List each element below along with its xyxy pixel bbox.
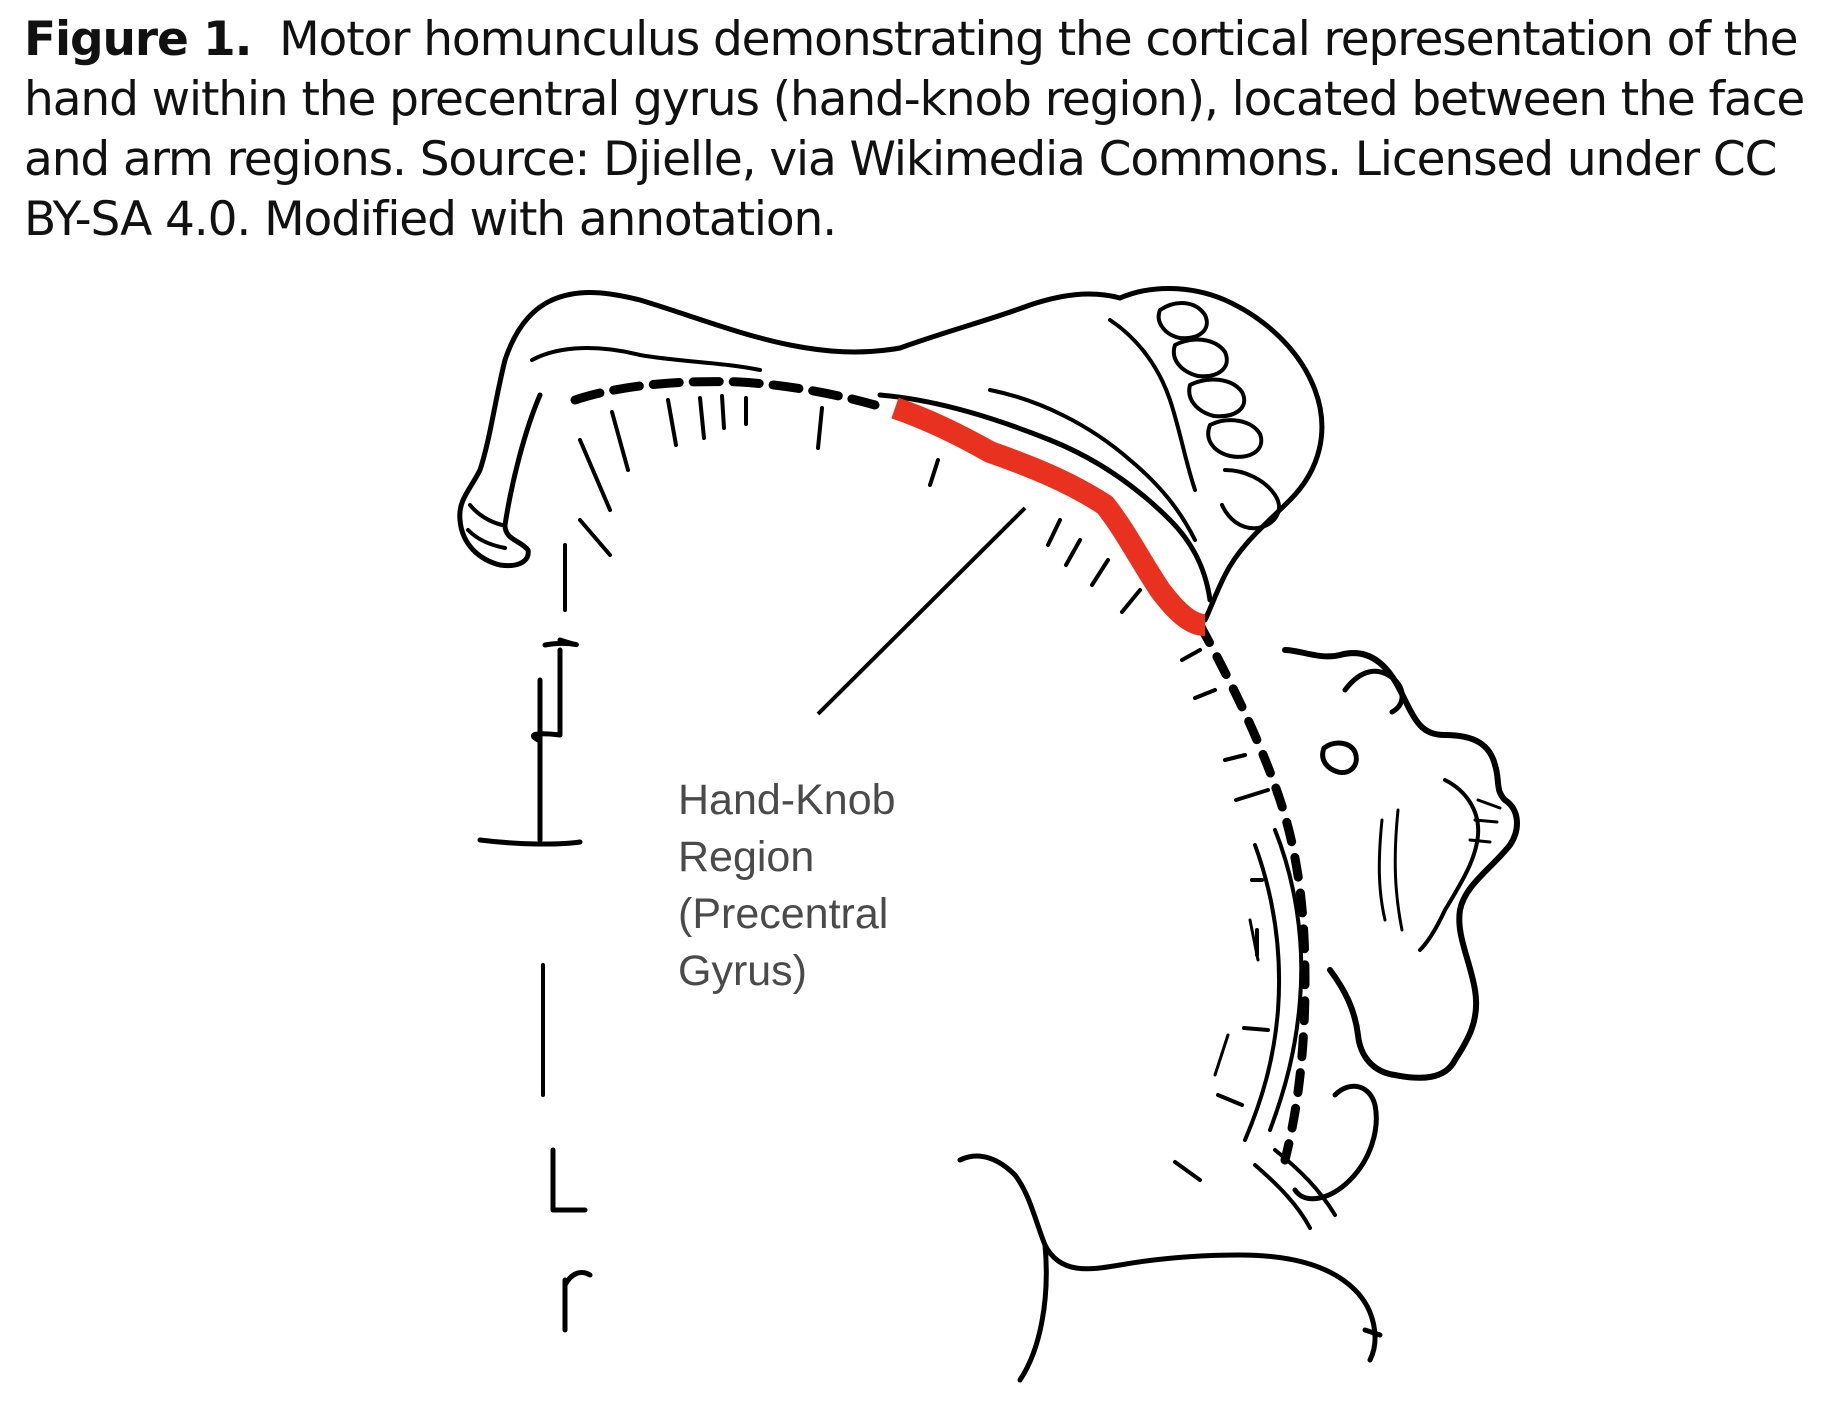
face-mouth [1418, 778, 1481, 952]
motor-homunculus-diagram [457, 286, 1520, 1383]
hand-outline [1117, 286, 1325, 623]
hand-crease [1108, 318, 1197, 492]
figure-label: Figure 1. [24, 12, 253, 67]
cortex-tick-marks-top [578, 394, 1142, 614]
thumb-outline [1220, 468, 1281, 531]
annotation-line-4: Gyrus) [678, 947, 807, 995]
arm-inner-line [988, 388, 1197, 542]
tongue-outline [1292, 1083, 1379, 1202]
lower-outline-end [1362, 1327, 1383, 1338]
face-eye [1320, 740, 1359, 776]
hand-knuckle-1 [1156, 301, 1209, 341]
medial-marker-l [550, 1147, 588, 1213]
figure-caption: Figure 1. Motor homunculus demonstrating… [24, 10, 1834, 250]
hand-knuckle-3 [1187, 377, 1246, 419]
hand-knuckle-2 [1171, 337, 1229, 379]
medial-marker-t [531, 637, 579, 743]
lower-outline [957, 1153, 1378, 1363]
caption-text: Motor homunculus demonstrating the corti… [24, 12, 1805, 247]
medial-marker-base [477, 837, 583, 847]
medial-marker-r [562, 1270, 593, 1333]
throat-arrow-2 [1213, 1033, 1230, 1077]
toe-lines [466, 503, 507, 550]
arm-outline-bottom [877, 392, 1213, 603]
annotation-line-2: Region [678, 833, 815, 881]
throat-lines [1243, 828, 1304, 1142]
hand-knob-highlight [891, 397, 1207, 636]
pharynx-lines [1253, 1148, 1337, 1230]
face-outline [1282, 647, 1520, 1081]
hand-knob-annotation: Hand-Knob Region (Precentral Gyrus) [678, 772, 896, 1000]
lateral-sulcus-dashes [1195, 620, 1310, 1165]
face-nose-lines [1377, 808, 1404, 932]
face-teeth [1468, 798, 1502, 844]
lower-outline-base [1017, 1242, 1049, 1383]
leg-outline [549, 290, 903, 355]
hand-knuckle-4 [1206, 418, 1264, 459]
leg-inner-outline [530, 346, 762, 372]
foot-outline [457, 297, 555, 569]
cortex-tick-marks-side [1173, 648, 1270, 1182]
annotation-line-1: Hand-Knob [678, 776, 896, 824]
annotation-line-3: (Precentral [678, 890, 889, 938]
central-sulcus-dashes-top [570, 377, 880, 410]
throat-arrow-1 [1248, 918, 1260, 962]
face-brow [1342, 668, 1405, 715]
annotation-leader-line [816, 506, 1027, 716]
arm-outline-top [897, 291, 1123, 351]
